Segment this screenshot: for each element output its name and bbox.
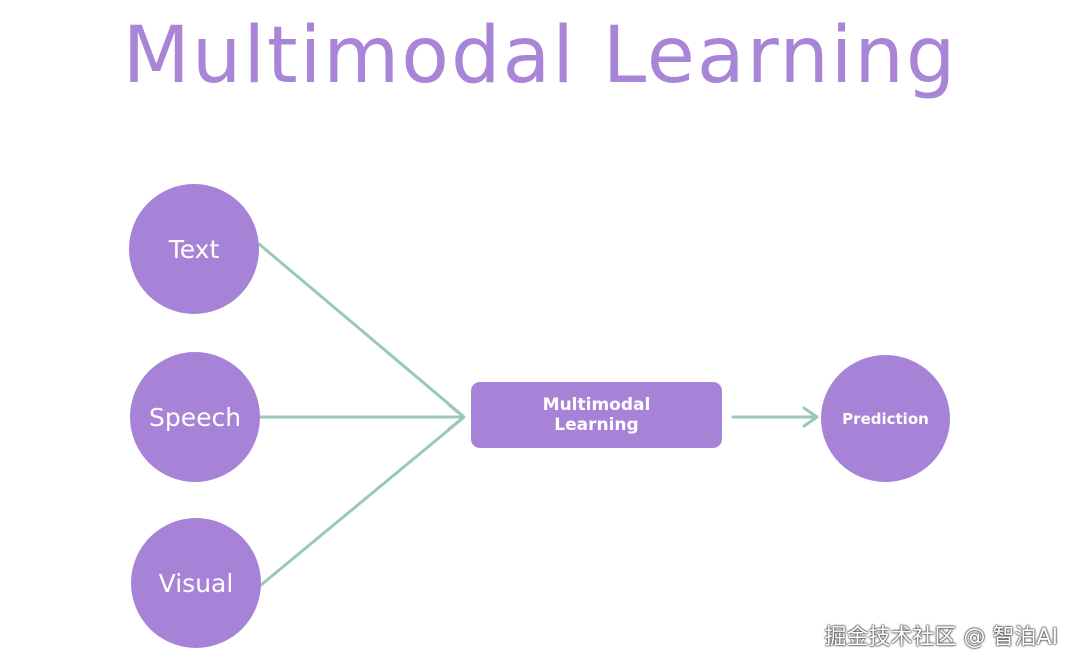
- node-multimodal-learning-line1: Multimodal: [542, 395, 651, 415]
- node-prediction-label: Prediction: [842, 409, 929, 428]
- node-speech-label: Speech: [148, 402, 242, 432]
- watermark: 掘金技术社区 @ 智泊AI: [824, 625, 1058, 650]
- node-text: Text: [129, 184, 259, 314]
- node-text-label: Text: [168, 234, 220, 264]
- arrowhead-prediction: [802, 406, 819, 428]
- arrowhead-multimodal: [447, 403, 466, 431]
- node-multimodal-learning-line2: Learning: [554, 415, 639, 435]
- node-multimodal-learning: Multimodal Learning: [471, 382, 722, 448]
- node-prediction: Prediction: [821, 355, 950, 482]
- diagram-title: Multimodal Learning: [122, 11, 958, 101]
- node-visual: Visual: [131, 518, 261, 648]
- node-speech: Speech: [130, 352, 260, 482]
- node-visual-label: Visual: [158, 568, 234, 598]
- edge-visual-to-multimodal: [259, 416, 465, 587]
- edge-text-to-multimodal: [257, 242, 465, 418]
